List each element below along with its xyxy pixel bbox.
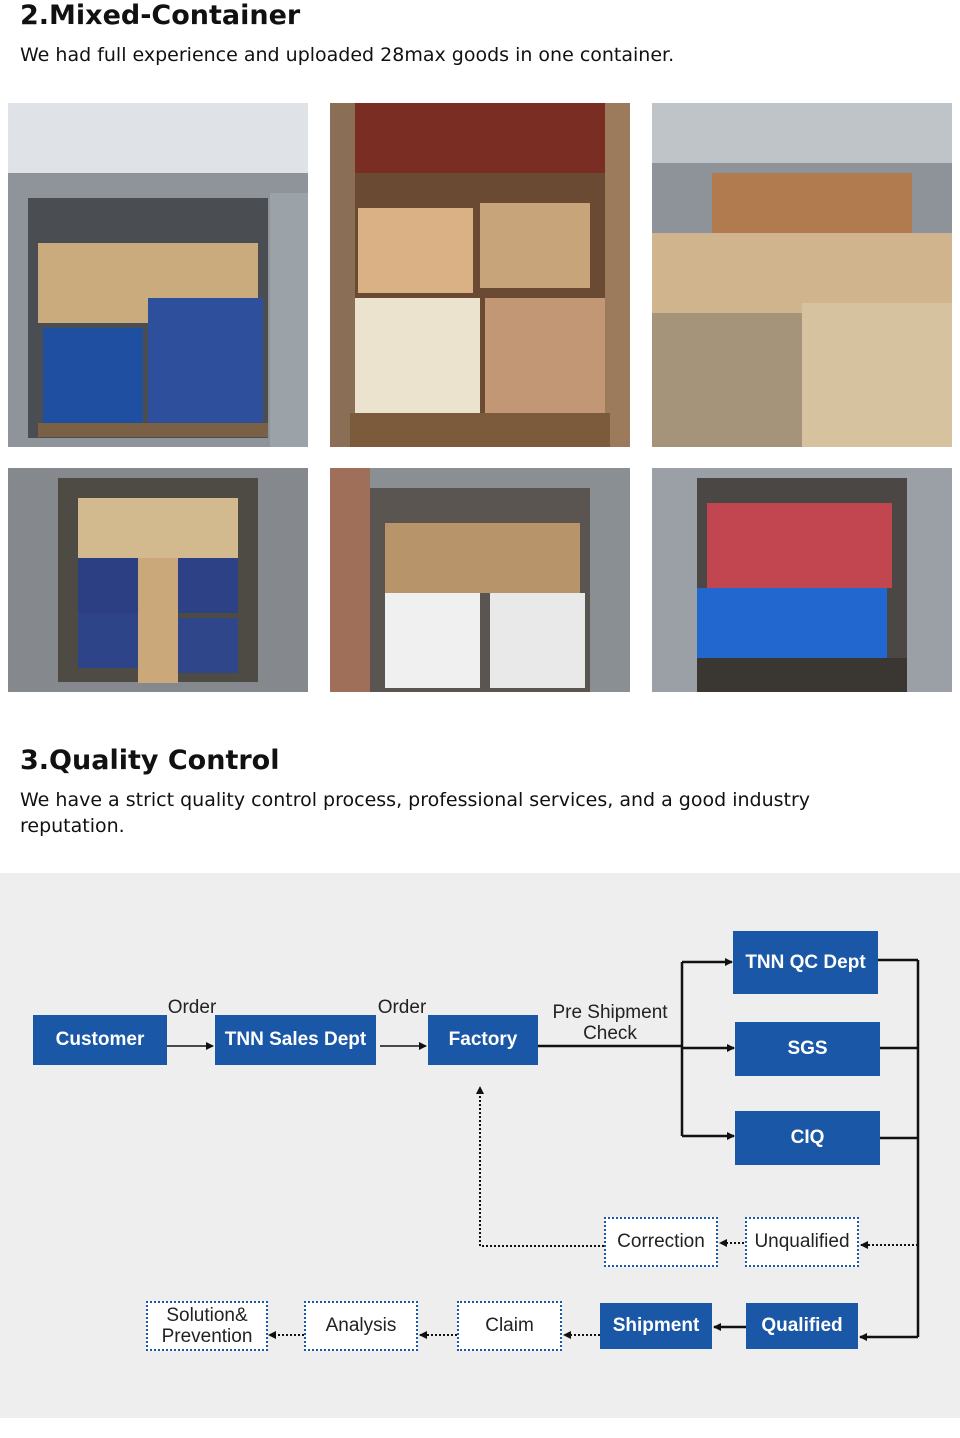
solution-label-line1: Solution&: [166, 1305, 248, 1326]
order-label-2: Order: [377, 997, 427, 1018]
container-photo-4: [8, 468, 308, 692]
sgs-box: SGS: [735, 1022, 880, 1076]
pre-shipment-line1: Pre Shipment: [552, 1002, 668, 1023]
correction-box: Correction: [604, 1217, 718, 1267]
claim-box: Claim: [457, 1301, 562, 1351]
solution-prevention-box: Solution& Prevention: [146, 1301, 268, 1351]
container-photo-2: [330, 103, 630, 447]
qualified-box: Qualified: [746, 1303, 858, 1349]
customer-box: Customer: [33, 1015, 167, 1065]
ciq-box: CIQ: [735, 1111, 880, 1165]
solution-label-line2: Prevention: [161, 1326, 253, 1347]
container-photo-1: [8, 103, 308, 447]
container-photo-3: [652, 103, 952, 447]
container-photo-6: [652, 468, 952, 692]
factory-box: Factory: [428, 1015, 538, 1065]
tnn-sales-dept-box: TNN Sales Dept: [215, 1015, 376, 1065]
pre-shipment-check-label: Pre Shipment Check: [545, 1002, 675, 1044]
quality-control-text: We have a strict quality control process…: [20, 789, 811, 837]
order-label-1: Order: [167, 997, 217, 1018]
tnn-qc-dept-box: TNN QC Dept: [733, 931, 878, 994]
quality-flow-chart: Customer TNN Sales Dept Factory TNN QC D…: [0, 873, 960, 1418]
container-photo-5: [330, 468, 630, 692]
mixed-container-text: We had full experience and uploaded 28ma…: [20, 44, 675, 66]
quality-control-title: 3.Quality Control: [20, 745, 280, 776]
mixed-container-title: 2.Mixed-Container: [20, 0, 301, 31]
flow-connectors: [167, 958, 920, 1341]
pre-shipment-line2: Check: [583, 1023, 637, 1044]
analysis-box: Analysis: [304, 1301, 418, 1351]
unqualified-box: Unqualified: [745, 1217, 859, 1267]
shipment-box: Shipment: [600, 1303, 712, 1349]
